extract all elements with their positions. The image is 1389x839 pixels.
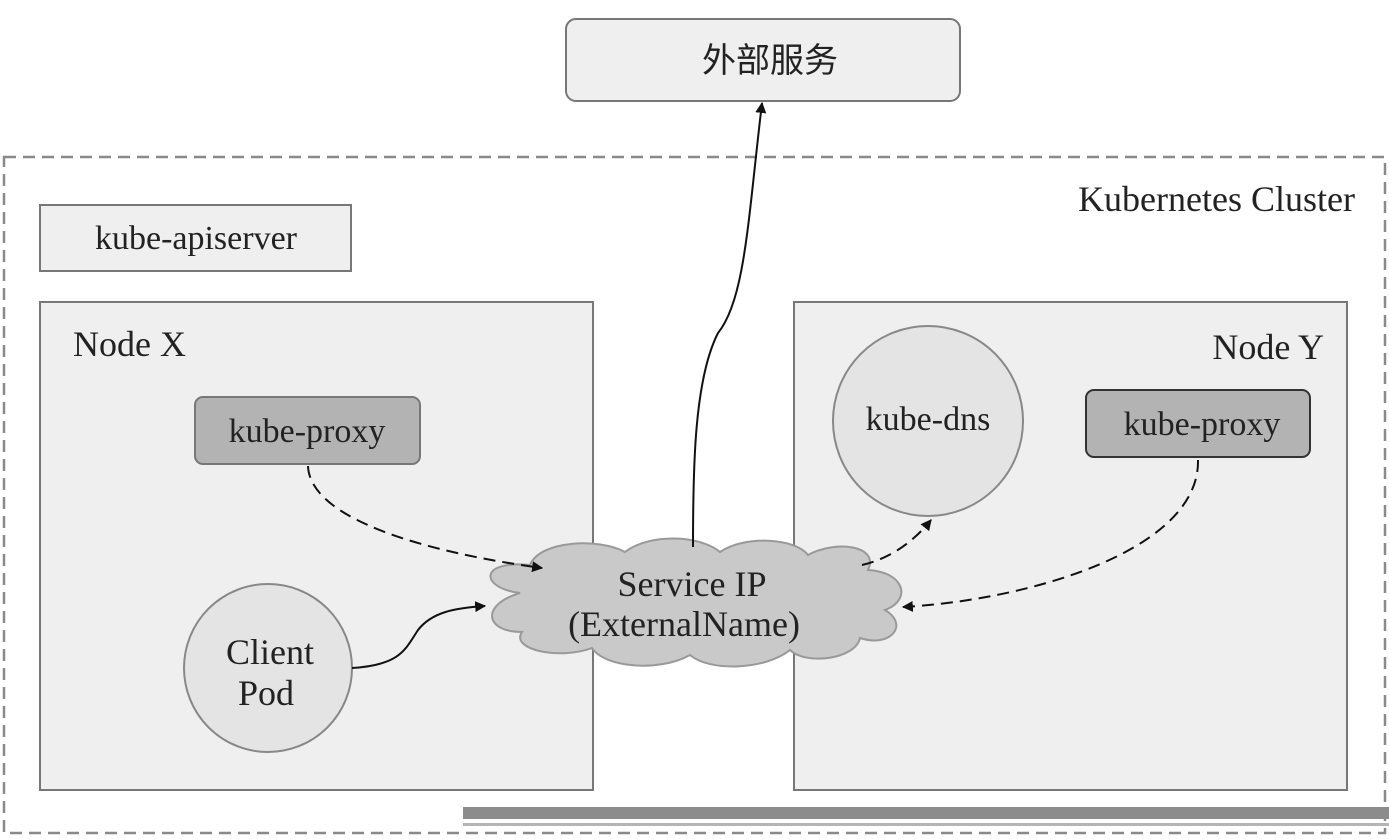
node-x-kube-proxy-label: kube-proxy	[229, 413, 386, 450]
client-pod: Client Pod	[183, 583, 353, 753]
service-ip-label-line2: (ExternalName)	[568, 604, 800, 644]
kube-dns-label: kube-dns	[866, 401, 991, 438]
service-to-kube-dns-arrow	[861, 519, 932, 566]
node-x-kube-proxy: kube-proxy	[194, 396, 421, 465]
service-to-external-arrow	[692, 101, 767, 548]
node-y-kube-proxy: kube-proxy	[1085, 389, 1311, 458]
client-pod-to-service-arrow	[351, 601, 487, 669]
bottom-divider-bar	[463, 807, 1389, 819]
cluster-boundary	[2, 155, 1387, 835]
node-x-label: Node X	[73, 324, 186, 364]
bottom-divider-line	[463, 823, 1389, 826]
service-ip-cloud: Service IP (ExternalName)	[489, 537, 903, 668]
apiserver-box: kube-apiserver	[39, 204, 352, 272]
client-pod-label-line1: Client	[226, 632, 314, 672]
apiserver-label: kube-apiserver	[95, 220, 298, 257]
external-service-label: 外部服务	[702, 41, 838, 81]
node-y: Node Y kube-dns kube-proxy	[793, 301, 1348, 791]
node-y-proxy-to-service-arrow	[901, 459, 1200, 612]
node-y-label: Node Y	[1212, 327, 1324, 367]
node-x: Node X kube-proxy Client Pod	[39, 301, 594, 791]
client-pod-label-line2: Pod	[238, 673, 294, 713]
external-service-box: 外部服务	[565, 18, 961, 102]
cluster-label: Kubernetes Cluster	[1078, 179, 1355, 219]
node-y-kube-proxy-label: kube-proxy	[1124, 406, 1281, 443]
kube-dns: kube-dns	[832, 325, 1024, 517]
node-x-proxy-to-service-arrow	[307, 465, 544, 573]
service-ip-label-line1: Service IP	[618, 564, 767, 604]
